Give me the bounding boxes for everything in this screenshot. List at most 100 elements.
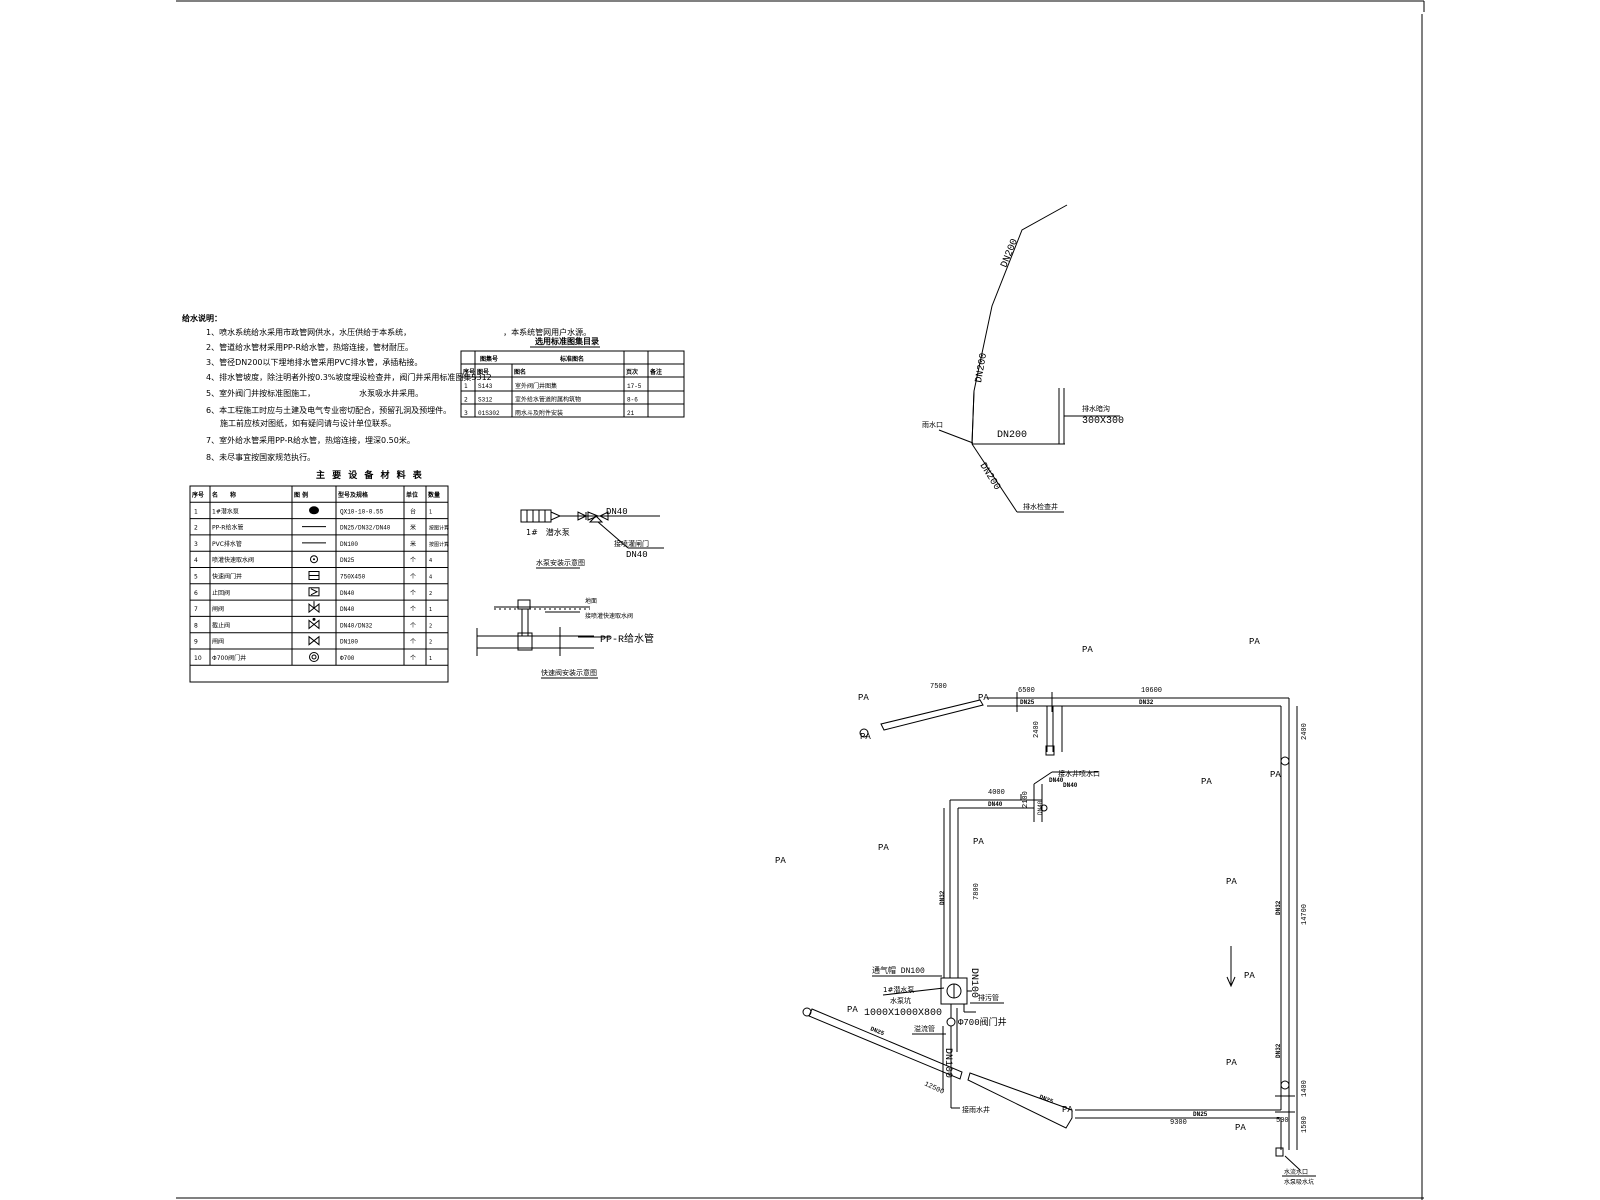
pa-label: PA: [860, 732, 871, 742]
pump-caption: 水泵安装示意图: [536, 558, 585, 567]
drain-outlet-size: 300X300: [1082, 416, 1124, 427]
dimension-label: 10600: [1141, 687, 1162, 695]
materials-name: 闸阀: [212, 605, 224, 613]
materials-header: 名 称: [212, 491, 236, 499]
materials-seq: 10: [194, 655, 202, 662]
legend-stop-icon: [308, 617, 320, 630]
drain-dn-horizontal: DN200: [997, 430, 1027, 441]
notes-title: 给水说明：: [182, 313, 222, 323]
std-grid: [461, 351, 684, 417]
drain-dn-upper: DN200: [1000, 238, 1021, 270]
dimension-label: 12500: [923, 1080, 945, 1096]
materials-spec: DN40: [340, 606, 355, 613]
drain-left-label: 雨水口: [922, 420, 943, 429]
pipe-bottom-diagonal: [967, 1072, 1073, 1129]
note-6: 6、本工程施工时应与土建及电气专业密切配合，预留孔洞及预埋件。: [206, 405, 451, 415]
pa-label: PA: [858, 693, 869, 703]
legend-gate2-icon: [308, 635, 320, 646]
materials-unit: 个: [410, 590, 416, 597]
end-callout-2: 水泵吸水坑: [1284, 1178, 1314, 1186]
std-cell: 8-6: [627, 397, 638, 404]
drain-dn-label: DN100: [942, 1048, 953, 1078]
sprinkler-icon: [1280, 756, 1290, 766]
materials-qty: 1: [429, 607, 432, 613]
std-cell: S143: [478, 383, 493, 390]
materials-name: 1#潜水泵: [212, 507, 239, 515]
pump-dn-bottom: DN40: [626, 550, 648, 560]
drain-main-pipe: [971, 204, 1068, 445]
well-callout: Φ700阀门井: [958, 1016, 1007, 1028]
materials-name: 闸阀: [212, 638, 224, 646]
pipe-dn-label: DN32: [1139, 699, 1154, 706]
materials-unit: 个: [410, 574, 416, 581]
materials-spec: DN25: [340, 557, 355, 564]
pa-label: PA: [1062, 1105, 1073, 1115]
tee-icon: [517, 632, 533, 651]
materials-seq: 5: [194, 574, 198, 581]
drain-inlet-pipe: [938, 429, 974, 444]
materials-grid: [190, 486, 448, 666]
std-cell: 17-5: [627, 383, 642, 390]
materials-name: 喷灌快速取水阀: [212, 556, 254, 564]
pipe-dn-label: DN32: [1275, 1043, 1282, 1058]
materials-unit: 个: [410, 622, 416, 629]
materials-name: PVC排水管: [212, 540, 242, 548]
valve-label: 接喷灌快速取水阀: [585, 612, 633, 620]
outlet-callout: 接雨水井: [962, 1105, 990, 1114]
join-dn-callout: DN40: [1063, 782, 1078, 789]
end-valve-icon: [1275, 1147, 1284, 1157]
pipe-dn-label: DN40: [1049, 777, 1064, 784]
pa-label: PA: [847, 1005, 858, 1015]
valve-cap-icon: [517, 599, 531, 610]
pa-label: PA: [978, 693, 989, 703]
join-callout: 接水井喷水口: [1058, 769, 1100, 778]
note-5: 5、室外阀门井按标准图施工， 水泵吸水井采用。: [206, 388, 423, 398]
end-callout-1: 水流水口: [1284, 1168, 1308, 1176]
pipe-branch-sw: [808, 1008, 963, 1080]
pa-label: PA: [1249, 637, 1260, 647]
pa-label: PA: [1201, 777, 1212, 787]
std-title: 选用标准图集目录: [535, 336, 599, 346]
materials-seq: 4: [194, 557, 198, 564]
materials-spec: 750X450: [340, 574, 366, 581]
materials-unit: 台: [410, 507, 416, 515]
std-header: 序号: [462, 368, 475, 376]
pipe-dn-label: DN40: [1037, 800, 1044, 815]
drain-dn-mid: DN200: [974, 352, 990, 383]
std-group-header: 图集号: [480, 355, 498, 363]
materials-seq: 8: [194, 622, 198, 629]
std-header: 备注: [649, 368, 662, 376]
dimension-label: 2100: [1022, 791, 1030, 808]
pa-label: PA: [1226, 877, 1237, 887]
materials-header: 序号: [191, 491, 204, 499]
note-2: 2、管道给水管材采用PP-R给水管，热熔连接，管材耐压。: [206, 342, 413, 352]
materials-unit: 个: [410, 655, 416, 662]
std-group-header: 标准图名: [559, 355, 584, 363]
legend-pump-icon: [309, 506, 319, 515]
dimension-label: 2400: [1033, 721, 1041, 738]
drain-system: DN200 DN200 DN200 DN200 雨水口 排水暗沟 300X300…: [922, 204, 1124, 513]
materials-header: 数量: [428, 491, 440, 499]
drain-upper-pipe: [971, 390, 975, 445]
dimension-label: 1400: [1301, 1080, 1309, 1097]
materials-spec: QX10-10-0.55: [340, 508, 384, 515]
materials-name: PP-R给水管: [212, 524, 243, 532]
materials-header: 型号及规格: [338, 491, 369, 499]
drain-pipe-callout: 排污管: [978, 993, 999, 1002]
std-cell: 室外给水管道附属构筑物: [515, 396, 581, 404]
materials-seq: 2: [194, 525, 198, 532]
materials-qty: 按图计算: [429, 541, 449, 548]
drain-lower-pipe: [971, 443, 1018, 513]
materials-title: 主 要 设 备 材 料 表: [316, 469, 424, 481]
materials-unit: 个: [410, 557, 416, 564]
dimension-label: 500: [1276, 1117, 1289, 1125]
dimension-label: 4000: [988, 789, 1005, 797]
legend-well-icon: [309, 652, 319, 662]
legend-circle-icon: [310, 555, 318, 564]
materials-qty: 2: [429, 640, 432, 646]
std-cell: S312: [478, 397, 493, 404]
